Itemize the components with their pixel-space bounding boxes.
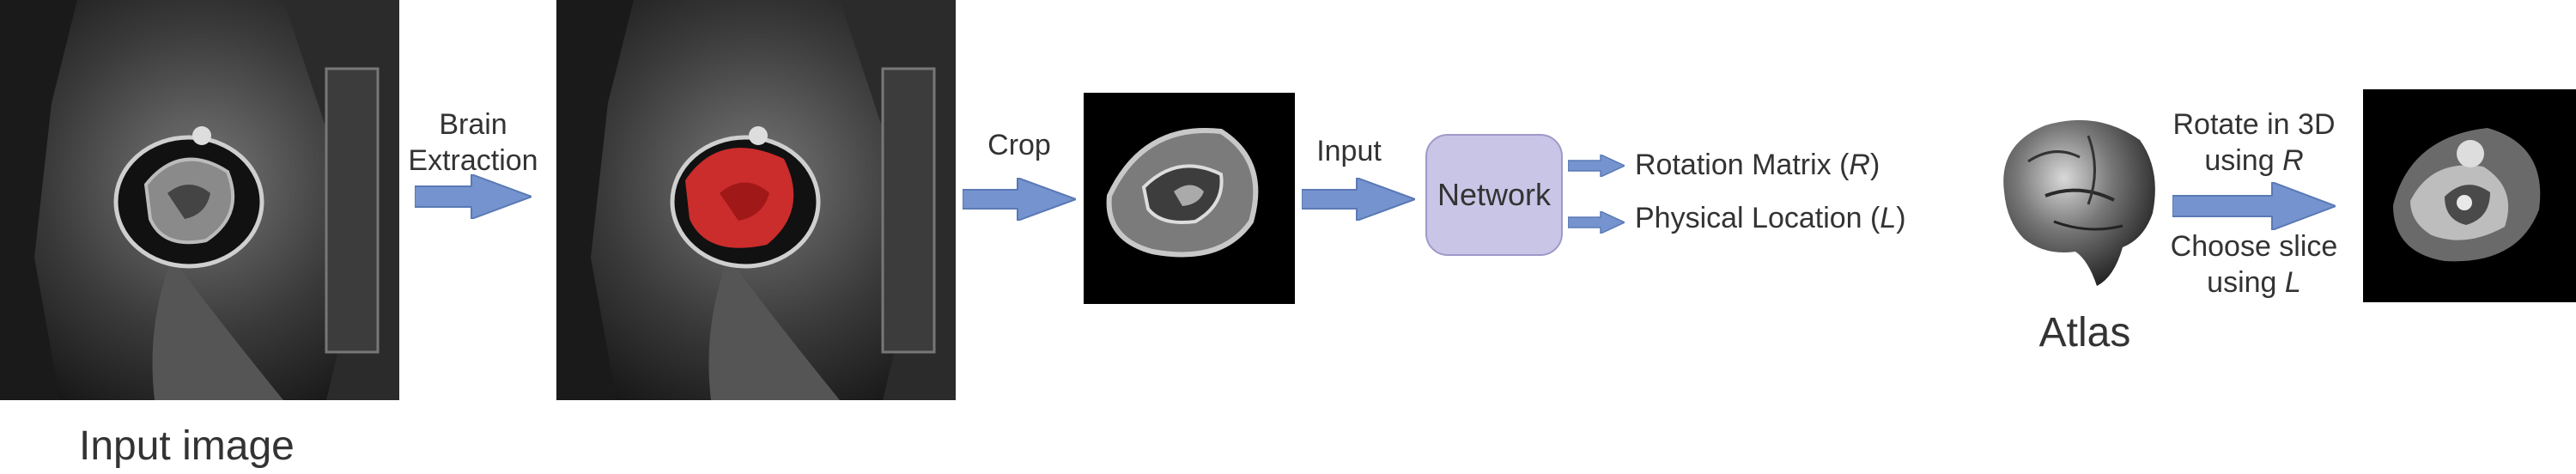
brain-extraction-label: Brain Extraction [393,106,553,179]
output-atlas-slice [2363,89,2576,302]
brain-extraction-line2: Extraction [408,144,538,177]
arrow-location-output [1568,211,1625,234]
arrow-rotation-output [1568,155,1625,177]
brain-extraction-line1: Brain [439,108,507,141]
network-label: Network [1437,177,1552,212]
rotate-label: Rotate in 3D using R [2155,106,2353,179]
arrow-input [1302,178,1415,221]
rotate-line1: Rotate in 3D [2172,108,2336,141]
input-mri-image [0,0,399,400]
input-image-caption: Input image [79,423,295,469]
arrow-rotate-choose [2172,182,2336,230]
arrow-crop [963,178,1076,221]
physical-location-label: Physical Location (L) [1635,202,1906,234]
brain-extracted-mri-image [556,0,956,400]
rotate-line2: using R [2204,144,2304,177]
arrow-brain-extraction [415,174,532,219]
atlas-brain-render [1994,110,2160,294]
cropped-brain-image [1084,93,1295,304]
input-label: Input [1316,135,1382,167]
choose-line2: using L [2207,266,2301,299]
choose-line1: Choose slice [2170,230,2338,263]
crop-label: Crop [987,129,1051,161]
atlas-label: Atlas [2038,310,2131,356]
choose-slice-label: Choose slice using L [2155,228,2353,301]
rotation-matrix-label: Rotation Matrix (R) [1635,149,1880,181]
network-box: Network [1425,134,1563,256]
